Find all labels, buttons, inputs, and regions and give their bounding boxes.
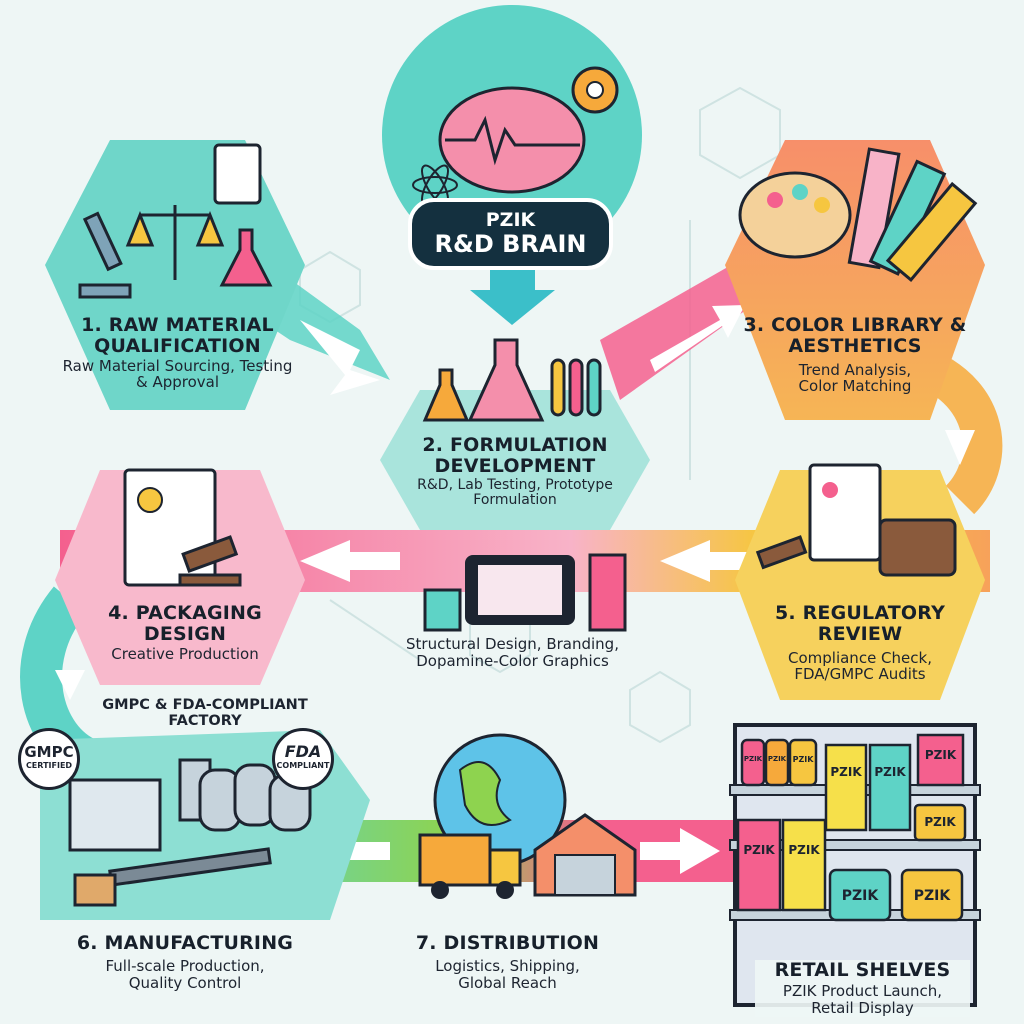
step-formulation: 2. FORMULATION DEVELOPMENT R&D, Lab Test… xyxy=(395,434,635,509)
product-label: PZIK xyxy=(924,748,957,762)
step-desc: PZIK Product Launch, Retail Display xyxy=(782,982,943,1018)
step-desc: Logistics, Shipping, Global Reach xyxy=(435,957,580,993)
step-title: 6. MANUFACTURING xyxy=(76,932,294,954)
step-regulatory: 5. REGULATORY REVIEW Compliance Check, F… xyxy=(745,602,975,684)
tablet-icon xyxy=(465,555,575,625)
fda-badge-main: FDA xyxy=(284,742,322,761)
package-box-icon xyxy=(588,553,627,632)
step-desc: Compliance Check, FDA/GMPC Audits xyxy=(788,648,932,684)
product-label: PZIK xyxy=(792,755,814,764)
products xyxy=(736,733,967,922)
product-label: PZIK xyxy=(830,765,862,779)
product-label: PZIK xyxy=(743,843,775,857)
rd-brain-label: PZIK R&D BRAIN xyxy=(408,198,613,270)
rd-brain-brand: PZIK xyxy=(485,209,536,231)
design-note: Structural Design, Branding, Dopamine-Co… xyxy=(406,635,619,670)
step-desc: Creative Production xyxy=(111,644,259,663)
product-label: PZIK xyxy=(874,765,906,779)
gmpc-badge-main: GMPC xyxy=(24,743,74,761)
step-distribution: 7. DISTRIBUTION Logistics, Shipping, Glo… xyxy=(395,932,620,993)
flask-icon xyxy=(219,228,273,287)
factory-heading: GMPC & FDA-COMPLIANT FACTORY xyxy=(102,697,308,730)
fda-badge: FDA COMPLIANT xyxy=(272,728,334,790)
scale-icon xyxy=(125,205,225,280)
product-label: PZIK xyxy=(767,755,787,763)
rd-brain-title: R&D BRAIN xyxy=(434,229,587,258)
product-label: PZIK xyxy=(743,755,763,763)
gavel-icon-2 xyxy=(755,535,808,570)
step-retail: RETAIL SHELVES PZIK Product Launch, Reta… xyxy=(755,959,970,1018)
step-desc: Full-scale Production, Quality Control xyxy=(105,957,265,993)
step-title: 7. DISTRIBUTION xyxy=(415,932,600,954)
gavel-icon xyxy=(178,535,242,587)
clipboard-document-icon xyxy=(808,463,882,562)
fda-badge-sub: COMPLIANT xyxy=(276,761,330,770)
pencil-cup-icon xyxy=(423,588,462,632)
step-title: 1. RAW MATERIAL QUALIFICATION xyxy=(81,314,274,358)
microscope-icon xyxy=(78,211,132,299)
warehouse-icon xyxy=(533,813,637,897)
clipboard-icon xyxy=(213,143,262,205)
brain-down-arrow xyxy=(470,270,555,325)
flask-stand-icon xyxy=(422,368,470,422)
step-desc: R&D, Lab Testing, Prototype Formulation xyxy=(417,476,613,509)
product-label: PZIK xyxy=(913,888,951,904)
color-swatches-icon xyxy=(847,147,978,283)
step-title: 2. FORMULATION DEVELOPMENT xyxy=(422,434,608,478)
step-desc: Trend Analysis, Color Matching xyxy=(798,360,912,396)
step-title: 5. REGULATORY REVIEW xyxy=(774,602,946,646)
step-packaging: 4. PACKAGING DESIGN Creative Production xyxy=(80,602,290,663)
step-desc: Raw Material Sourcing, Testing & Approva… xyxy=(62,356,293,392)
test-tubes-icon xyxy=(550,358,602,417)
flow-arrow-2-to-3 xyxy=(600,260,760,400)
step-title: RETAIL SHELVES xyxy=(774,959,951,981)
conveyor-icon xyxy=(73,847,272,907)
truck-icon xyxy=(418,833,522,899)
gear-icon xyxy=(571,66,619,114)
globe-icon xyxy=(433,733,567,867)
step-title: 3. COLOR LIBRARY & AESTHETICS xyxy=(743,314,967,358)
hexagon-formulation xyxy=(380,390,650,530)
step-raw-material: 1. RAW MATERIAL QUALIFICATION Raw Materi… xyxy=(55,314,300,392)
product-label: PZIK xyxy=(788,843,820,857)
gmpc-badge-sub: CERTIFIED xyxy=(25,761,73,770)
step-title: 4. PACKAGING DESIGN xyxy=(108,602,262,646)
step-manufacturing: 6. MANUFACTURING Full-scale Production, … xyxy=(50,932,320,993)
palette-icon xyxy=(738,171,852,259)
step-color-library: 3. COLOR LIBRARY & AESTHETICS Trend Anal… xyxy=(730,314,980,396)
briefcase-icon xyxy=(878,518,957,577)
gmpc-badge: GMPC CERTIFIED xyxy=(18,728,80,790)
product-label: PZIK xyxy=(841,888,879,904)
brain-icon xyxy=(438,86,586,194)
beaker-icon xyxy=(467,338,545,422)
product-label: PZIK xyxy=(924,815,956,829)
